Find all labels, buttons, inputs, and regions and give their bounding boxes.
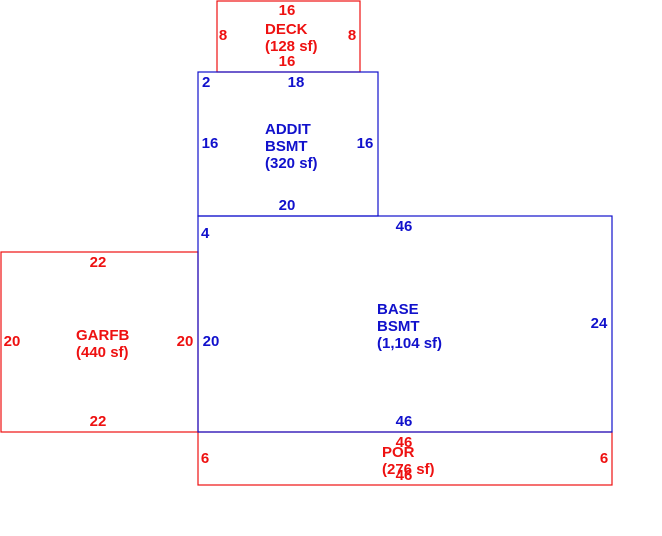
- addit-area: (320 sf): [265, 155, 318, 172]
- garfb-dim-left: 20: [4, 333, 21, 350]
- garfb-dim-right: 20: [177, 333, 194, 350]
- base-dim-right: 24: [591, 315, 608, 332]
- por-dim-bottom: 46: [396, 467, 413, 484]
- base-area: (1,104 sf): [377, 335, 442, 352]
- deck-dim-right: 8: [348, 27, 356, 44]
- base-name-line2: BSMT: [377, 318, 420, 335]
- base-dim-left: 20: [203, 333, 220, 350]
- deck-dim-bottom: 16: [279, 53, 296, 70]
- deck-area: (128 sf): [265, 38, 318, 55]
- garfb-name: GARFB: [76, 327, 129, 344]
- addit-dim-right: 16: [357, 135, 374, 152]
- deck-dim-top: 16: [279, 2, 296, 19]
- base-bsmt-outline: [197, 215, 613, 433]
- addit-dim-top-left: 2: [202, 74, 210, 91]
- garfb-area: (440 sf): [76, 344, 129, 361]
- base-dim-top: 46: [396, 218, 413, 235]
- garfb-dim-bottom: 22: [90, 413, 107, 430]
- por-dim-top: 46: [396, 434, 413, 451]
- addit-dim-top: 18: [288, 74, 305, 91]
- addit-name-line1: ADDIT: [265, 121, 311, 138]
- addit-dim-bottom: 20: [279, 197, 296, 214]
- base-name-line1: BASE: [377, 301, 419, 318]
- base-dim-left-top: 4: [201, 225, 210, 242]
- por-name: POR: [382, 444, 415, 461]
- addit-dim-left: 16: [202, 135, 219, 152]
- addit-name-line2: BSMT: [265, 138, 308, 155]
- garfb-dim-top: 22: [90, 254, 107, 271]
- base-dim-bottom: 46: [396, 413, 413, 430]
- deck-name: DECK: [265, 21, 308, 38]
- deck-dim-left: 8: [219, 27, 227, 44]
- por-area: (276 sf): [382, 461, 435, 478]
- por-dim-right: 6: [600, 450, 608, 467]
- por-dim-left: 6: [201, 450, 209, 467]
